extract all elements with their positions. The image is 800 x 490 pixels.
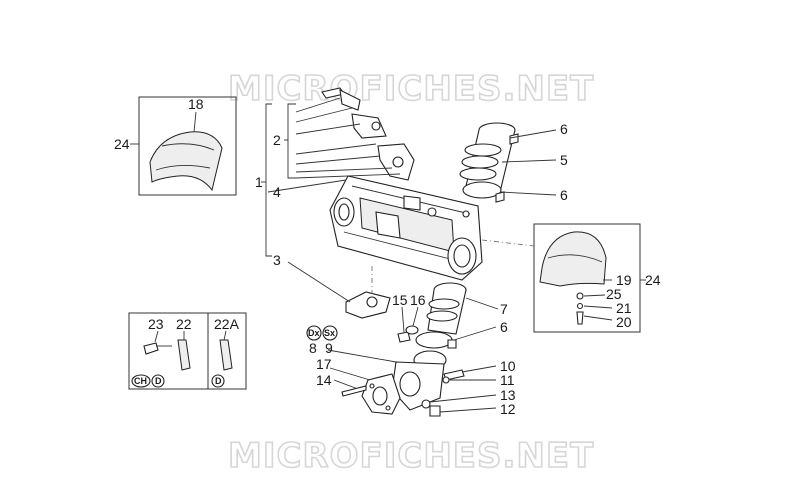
callout-22a: 22A (214, 316, 240, 332)
badge-dx (306, 325, 322, 341)
callout-20: 20 (616, 314, 632, 330)
cover-18-drawing (149, 131, 223, 192)
badge-sx (322, 325, 338, 341)
washer-16 (405, 325, 419, 335)
badge-d2 (211, 374, 225, 388)
callout-14: 14 (316, 372, 332, 388)
badge-sx-text: Sx (324, 328, 335, 338)
callout-22: 22 (176, 316, 192, 332)
callout-9: 9 (325, 340, 333, 356)
callout-6-top: 6 (560, 121, 568, 137)
intake-manifold (361, 350, 447, 415)
callout-18: 18 (188, 96, 204, 112)
nut-12 (429, 405, 441, 417)
inset-box-cover-18 (138, 96, 237, 196)
badge-d2-text: D (215, 376, 222, 386)
callout-19: 19 (616, 272, 632, 288)
callout-6-bottom: 6 (500, 319, 508, 335)
callout-6-mid: 6 (560, 187, 568, 203)
callout-3: 3 (273, 252, 281, 268)
inset-box-bracket (128, 312, 247, 390)
callout-25: 25 (606, 286, 622, 302)
callout-23: 23 (148, 316, 164, 332)
callout-8: 8 (309, 340, 317, 356)
callout-13: 13 (500, 387, 516, 403)
callout-15: 15 (392, 292, 408, 308)
badge-d1-text: D (155, 376, 162, 386)
badge-d1 (151, 374, 165, 388)
callout-24-right: 24 (645, 272, 661, 288)
callout-1: 1 (255, 174, 263, 190)
nut-15 (397, 331, 411, 343)
linkage-parts (321, 87, 415, 181)
washer-11 (442, 376, 450, 384)
callout-24-left: 24 (114, 136, 130, 152)
callout-16: 16 (410, 292, 426, 308)
badge-dx-text: Dx (308, 328, 320, 338)
bracket-drawing (143, 339, 233, 371)
watermark-bottom: MICROFICHES.NET (228, 436, 594, 476)
cover-19-drawing (539, 231, 607, 325)
callout-4: 4 (273, 184, 281, 200)
callout-11: 11 (500, 372, 515, 388)
callout-5: 5 (560, 152, 568, 168)
callout-12: 12 (500, 401, 516, 417)
callout-10: 10 (500, 358, 516, 374)
inset-box-cover-19 (533, 223, 641, 333)
washer-13 (421, 399, 431, 409)
badge-ch (131, 374, 151, 388)
watermark-top: MICROFICHES.NET (228, 69, 594, 109)
callout-21: 21 (616, 300, 632, 316)
callout-2: 2 (273, 132, 281, 148)
throttle-body-assembly (329, 175, 483, 281)
sensor-3 (345, 266, 391, 319)
callout-17: 17 (316, 356, 332, 372)
stud-14 (341, 385, 367, 397)
callout-7: 7 (500, 301, 508, 317)
badge-ch-text: CH (134, 376, 147, 386)
lower-hose (415, 282, 467, 349)
upper-hose (459, 122, 519, 203)
